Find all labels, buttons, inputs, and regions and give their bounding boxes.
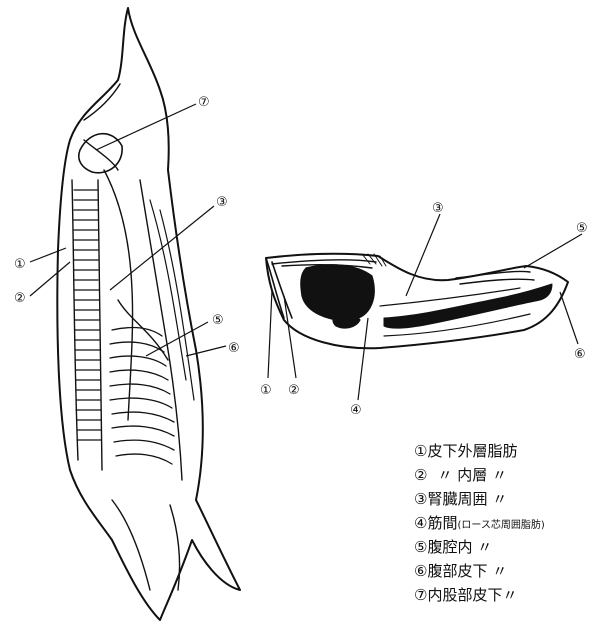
- callout-right-1: ①: [260, 383, 272, 398]
- legend-item-7: ⑦内股部皮下〃: [414, 586, 517, 604]
- callout-right-3: ③: [432, 201, 444, 216]
- callout-left-5: ⑤: [212, 313, 224, 328]
- shank-contour: [112, 500, 180, 590]
- callout-left-3: ③: [216, 195, 228, 210]
- legend-item-2-num: ②: [414, 466, 427, 484]
- callout-right-2: ②: [288, 383, 300, 398]
- callout-left-2: ②: [14, 291, 26, 306]
- ribs: [110, 328, 174, 464]
- legend-item-5-text: 腹腔内 〃: [427, 538, 492, 556]
- inner-fat-line-b: [98, 180, 102, 470]
- legend-item-3-num: ③: [414, 490, 427, 508]
- legend-item-6: ⑥腹部皮下 〃: [414, 562, 507, 580]
- legend-item-3-text: 腎臓周囲 〃: [427, 490, 507, 508]
- legend-item-2-text: 〃 内層 〃: [437, 466, 507, 484]
- inner-fat-line-e: [118, 300, 168, 360]
- legend-item-4-text: 筋間: [427, 514, 457, 532]
- legend-item-5: ⑤腹腔内 〃: [414, 538, 492, 556]
- legend-item-2: ② 〃 内層 〃: [414, 466, 507, 484]
- inner-fat-line-c: [104, 170, 133, 420]
- legend-item-7-text: 内股部皮下〃: [427, 586, 517, 604]
- legend-item-7-num: ⑦: [414, 586, 427, 604]
- callout-right-6: ⑥: [574, 347, 586, 362]
- callout-right-5: ⑤: [576, 221, 588, 236]
- legend-item-1-num: ①: [414, 442, 427, 460]
- legend-item-5-num: ⑤: [414, 538, 427, 556]
- callout-right-4: ④: [350, 403, 362, 418]
- legend-item-1: ①皮下外層脂肪: [414, 442, 517, 460]
- legend-item-3: ③腎臓周囲 〃: [414, 490, 507, 508]
- legend: ①皮下外層脂肪 ② 〃 内層 〃 ③腎臓周囲 〃 ④筋間(ロース芯周囲脂肪) ⑤腹…: [414, 442, 545, 604]
- legend-item-4: ④筋間(ロース芯周囲脂肪): [414, 514, 545, 532]
- legend-item-4-num: ④: [414, 514, 427, 532]
- legend-item-1-text: 皮下外層脂肪: [427, 442, 517, 460]
- left-callouts: ⑦ ③ ① ② ⑤ ⑥: [14, 95, 240, 356]
- legend-item-4-note: (ロース芯周囲脂肪): [457, 518, 544, 531]
- callout-left-7: ⑦: [198, 95, 210, 110]
- callout-left-1: ①: [14, 257, 26, 272]
- legend-item-6-text: 腹部皮下 〃: [427, 562, 507, 580]
- legend-item-6-num: ⑥: [414, 562, 427, 580]
- callout-left-6: ⑥: [228, 341, 240, 356]
- vertebrae: [74, 190, 101, 440]
